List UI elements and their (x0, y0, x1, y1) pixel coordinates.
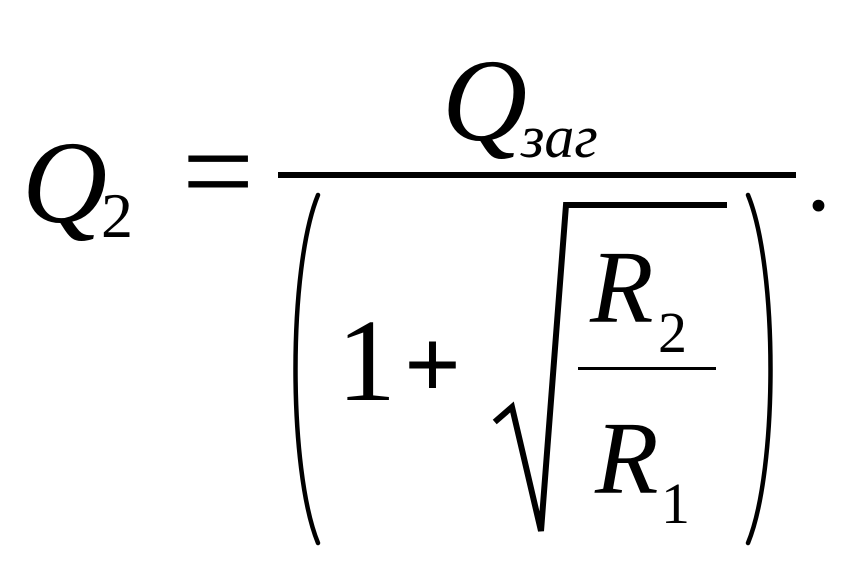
radicand-fraction-bar (578, 367, 716, 370)
radicand-top-symbol: R (589, 230, 654, 345)
terminator-period: . (806, 121, 831, 232)
denominator: 1 + R 2 R 1 (293, 192, 773, 546)
left-paren (293, 192, 321, 546)
radicand-bottom-subscript: 1 (661, 471, 690, 536)
main-fraction-bar (278, 172, 796, 178)
plus-sign: + (404, 309, 461, 420)
radicand-bottom-symbol: R (594, 401, 659, 516)
numerator-symbol: Q (442, 35, 527, 166)
numerator: Q заг (442, 35, 598, 170)
radicand-top-subscript: 2 (658, 300, 687, 365)
radicand-fraction: R 2 R 1 (578, 230, 716, 536)
equals-sign: = (182, 100, 254, 242)
lhs-term: Q 2 (22, 117, 133, 251)
lhs-subscript: 2 (101, 180, 133, 251)
lhs-symbol: Q (22, 117, 107, 248)
radical-sign (492, 202, 727, 532)
numerator-subscript: заг (520, 104, 598, 170)
denominator-one: 1 (337, 295, 396, 426)
right-paren (745, 192, 773, 546)
